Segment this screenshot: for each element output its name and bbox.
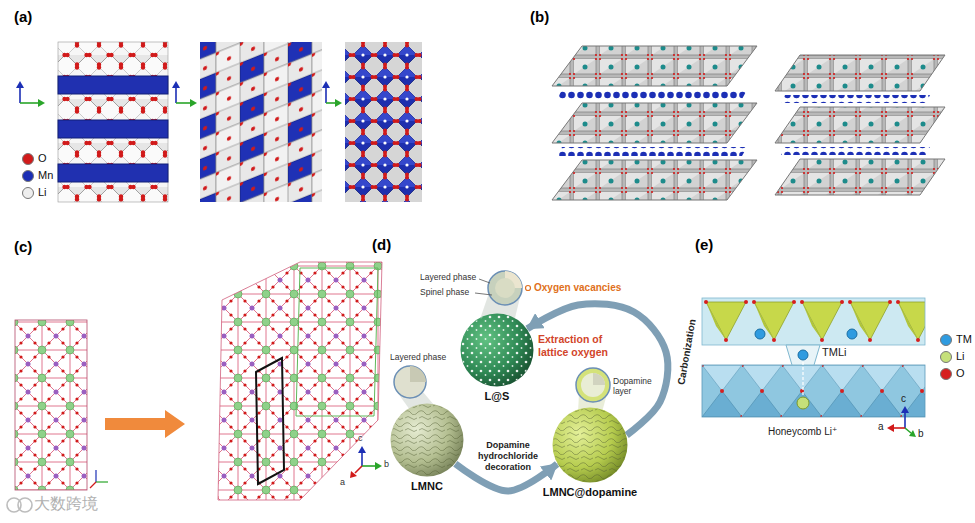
annotation: c: [901, 393, 906, 405]
annotation: Honeycomb Li⁺: [768, 426, 837, 438]
legend-text: Li: [38, 186, 47, 199]
legend-swatch: [940, 368, 952, 380]
panel-label: (c): [14, 238, 32, 256]
legend-item: Mn: [22, 169, 53, 182]
spinel-structure: [345, 42, 422, 202]
unit-cell: [15, 320, 108, 490]
panel-label: (b): [530, 8, 549, 26]
legend-item: O: [940, 367, 965, 380]
legend-item: TM: [940, 333, 972, 346]
legend-swatch: [22, 187, 34, 199]
annotation: Extraction of lattice oxygen: [538, 333, 626, 358]
legend-item: Li: [940, 350, 965, 363]
layered-structure: [58, 42, 168, 202]
particle-label: LMNC: [411, 480, 443, 493]
sphere-body: [391, 404, 464, 477]
annotation: b: [384, 459, 389, 470]
transform-arrow: [105, 410, 185, 438]
legend-swatch: [22, 153, 34, 165]
sphere-texture: [391, 404, 463, 476]
panel-label: (d): [372, 236, 391, 254]
particle-node: LMNC: [390, 403, 464, 477]
legend-text: TM: [956, 333, 972, 346]
legend-item: O: [22, 152, 47, 165]
sphere-body: [553, 408, 628, 483]
legend-text: O: [956, 367, 965, 380]
particle-node: L@S: [460, 313, 534, 387]
annotation: TMLi: [822, 346, 846, 359]
particle-label: L@S: [485, 390, 510, 403]
annotation: Spinel phase: [420, 287, 469, 297]
process-label: Dopamine hydrochloride decoration: [472, 440, 544, 472]
sphere-texture: [461, 314, 533, 386]
legend-text: Li: [956, 350, 965, 363]
legend-text: O: [38, 152, 47, 165]
sphere-body: [461, 314, 534, 387]
particle-sphere: [552, 407, 628, 483]
checker-structure: [200, 42, 322, 202]
particle-node: LMNC@dopamine: [552, 407, 628, 483]
annotation: Layered phase: [390, 352, 446, 362]
annotation: Dopamine layer: [613, 376, 657, 396]
supercell: [218, 262, 382, 500]
layered-slabs: [552, 46, 945, 200]
honeycomb-structure: [702, 298, 925, 437]
particle-label: LMNC@dopamine: [543, 486, 637, 499]
watermark-logo: [7, 498, 32, 512]
legend-swatch: [940, 334, 952, 346]
annotation: a: [878, 421, 884, 433]
annotation: Oxygen vacancies: [534, 282, 621, 294]
process-label: Carbonization: [675, 318, 698, 386]
legend-text: Mn: [38, 169, 53, 182]
annotation: a: [340, 477, 345, 488]
watermark: 大数跨境: [34, 494, 98, 513]
panel-label: (e): [695, 236, 713, 254]
particle-sphere: [390, 403, 464, 477]
legend-swatch: [940, 351, 952, 363]
annotation: b: [918, 428, 924, 440]
annotation: c: [358, 433, 363, 444]
particle-sphere: [460, 313, 534, 387]
sphere-texture: [553, 408, 627, 482]
legend-swatch: [22, 170, 34, 182]
panel-label: (a): [14, 8, 32, 26]
legend-item: Li: [22, 186, 47, 199]
annotation: Layered phase: [420, 272, 476, 282]
